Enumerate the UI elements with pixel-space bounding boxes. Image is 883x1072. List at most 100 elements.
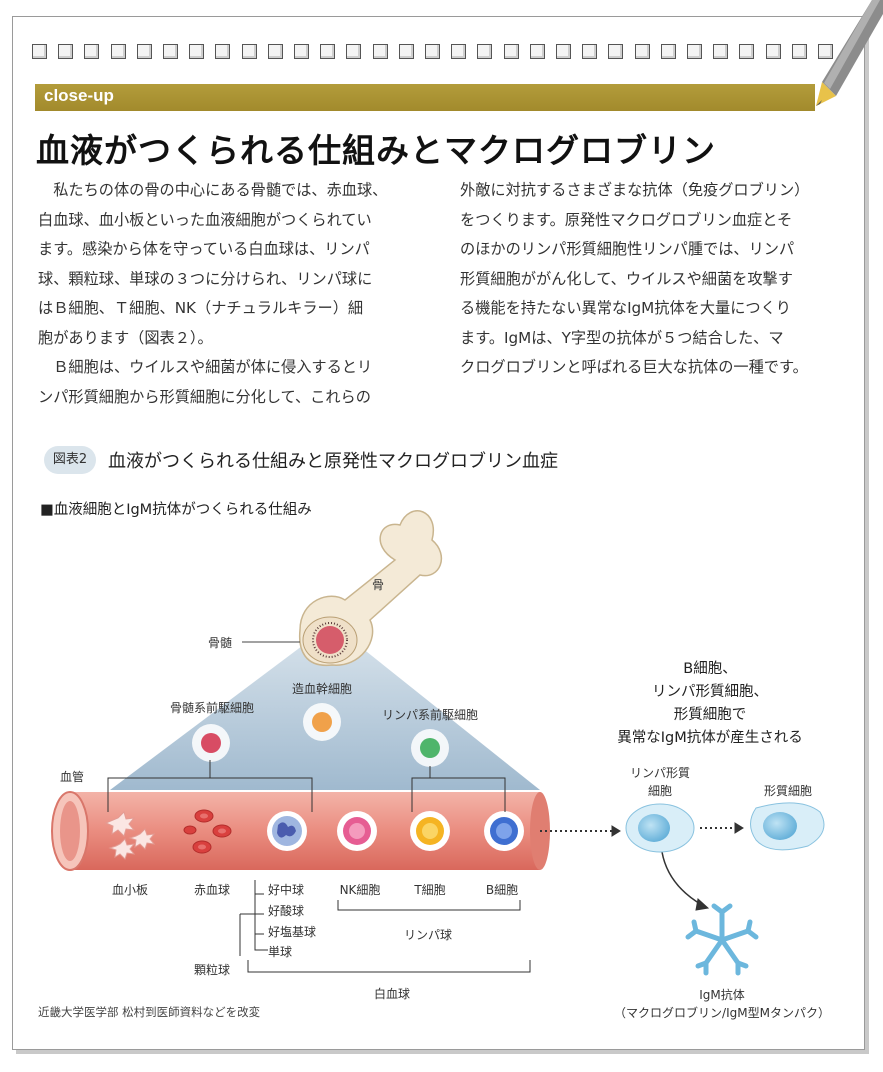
decorative-square <box>608 44 624 59</box>
body-line: 私たちの体の骨の中心にある骨髄では、赤血球、 <box>53 181 388 199</box>
body-line: る機能を持たない異常なIgM抗体を大量につくり <box>460 299 791 317</box>
label-lp-cell-2: 細胞 <box>647 784 673 798</box>
label-b-cell: B細胞 <box>485 883 519 897</box>
decorative-square <box>503 44 519 59</box>
body-line: Ｂ細胞は、ウイルスや細菌が体に侵入するとリ <box>53 358 373 376</box>
body-line: をつくります。原発性マクログロブリン血症とそ <box>460 210 793 229</box>
label-rbc: 赤血球 <box>193 883 231 897</box>
body-line: ます。感染から体を守っている白血球は、リンパ <box>38 240 370 258</box>
figure-badge: 図表2 <box>44 446 96 474</box>
decorative-square <box>320 44 336 59</box>
decorative-square <box>84 44 100 59</box>
decorative-square <box>791 44 807 59</box>
callout-line: 形質細胞で <box>673 707 747 723</box>
classification-brackets <box>239 880 531 973</box>
decorative-square <box>241 44 257 59</box>
callout-line: 異常なIgM抗体が産生される <box>617 730 803 746</box>
decorative-square <box>660 44 676 59</box>
body-line: はＢ細胞、Ｔ細胞、NK（ナチュラルキラー）細 <box>38 299 364 317</box>
article-headline: 血液がつくられる仕組みとマクログロブリン <box>36 131 716 170</box>
figure-subtitle: ■血液細胞とIgM抗体がつくられる仕組み <box>40 502 312 518</box>
myeloid-progenitor-marker <box>192 724 230 762</box>
decorative-square <box>346 44 362 59</box>
label-lp-cell-1: リンパ形質 <box>629 766 691 780</box>
label-vessel: 血管 <box>60 770 85 784</box>
platelet-cluster <box>104 811 156 860</box>
decorative-square <box>163 44 178 59</box>
decorative-square <box>372 44 388 59</box>
decorative-square <box>713 44 729 59</box>
label-granulocyte: 顆粒球 <box>193 963 231 977</box>
body-line: 白血球、血小板といった血液細胞がつくられてい <box>38 210 372 229</box>
decorative-square <box>451 44 467 59</box>
body-line: ます。IgMは、Y字型の抗体が５つ結合した、マ <box>460 328 784 347</box>
figure-callout: B細胞、 リンパ形質細胞、 形質細胞で 異常なIgM抗体が産生される <box>585 658 835 750</box>
decorative-square <box>529 44 545 59</box>
callout-line: リンパ形質細胞、 <box>652 684 768 700</box>
label-stem-cell: 造血幹細胞 <box>291 682 353 696</box>
label-neutrophil: 好中球 <box>268 883 305 897</box>
label-platelet: 血小板 <box>111 883 149 897</box>
decorative-square <box>32 44 47 59</box>
label-basophil: 好塩基球 <box>268 925 317 939</box>
decorative-square <box>136 44 152 59</box>
body-line: 胞があります（図表２）。 <box>38 328 213 347</box>
lymphoplasmacytic-cell <box>625 803 695 853</box>
body-line: 外敵に対抗するさまざまな抗体（免疫グロブリン） <box>460 181 810 199</box>
decorative-square <box>582 44 598 59</box>
label-igm-desc: （マクログロブリン/IgM型Mタンパク） <box>614 1006 830 1020</box>
decorative-square <box>556 44 571 59</box>
label-eosinophil: 好酸球 <box>268 904 305 918</box>
pencil-icon <box>816 0 883 106</box>
decorative-square <box>477 44 493 59</box>
decorative-square <box>215 44 231 59</box>
label-marrow: 骨髄 <box>208 636 233 650</box>
label-wbc: 白血球 <box>373 987 411 1001</box>
decorative-square <box>398 44 414 59</box>
body-line: クログロブリンと呼ばれる巨大な抗体の一種です。 <box>460 358 808 376</box>
decorative-square <box>765 44 781 59</box>
label-plasma-cell: 形質細胞 <box>763 784 813 798</box>
figure-title: 血液がつくられる仕組みと原発性マクログロブリン血症 <box>108 451 558 472</box>
label-bone: 骨 <box>372 578 385 592</box>
label-myeloid-progenitor: 骨髄系前駆細胞 <box>169 701 255 715</box>
body-line: 球、顆粒球、単球の３つに分けられ、リンパ球に <box>38 269 373 288</box>
decorative-square <box>267 44 283 59</box>
plasma-cell <box>750 802 825 851</box>
granulocyte-cell <box>267 811 307 851</box>
section-bar <box>35 84 815 111</box>
section-label: close-up <box>44 86 114 105</box>
decorative-square <box>58 44 74 59</box>
label-monocyte: 単球 <box>268 945 293 959</box>
decorative-square <box>425 44 440 59</box>
decorative-square <box>739 44 755 59</box>
decorative-square <box>818 44 833 59</box>
decorative-square <box>294 44 309 59</box>
igm-antibody-icon <box>685 903 759 976</box>
b-cell <box>484 811 524 851</box>
label-t-cell: T細胞 <box>414 883 446 897</box>
body-column-right: 外敵に対抗するさまざまな抗体（免疫グロブリン） をつくります。原発性マクログロブ… <box>460 176 809 383</box>
label-lymphocyte: リンパ球 <box>403 928 453 942</box>
body-column-left: 私たちの体の骨の中心にある骨髄では、赤血球、 白血球、血小板といった血液細胞がつ… <box>38 176 387 412</box>
body-line: のほかのリンパ形質細胞性リンパ腫では、リンパ <box>460 240 795 258</box>
decorative-square <box>189 44 205 59</box>
figure-credit: 近畿大学医学部 松村到医師資料などを改変 <box>38 1005 261 1019</box>
t-cell <box>410 811 450 851</box>
vessel-brackets <box>107 760 506 812</box>
label-lymphoid-progenitor: リンパ系前駆細胞 <box>381 708 479 722</box>
decorative-square <box>634 44 650 59</box>
label-nk-cell: NK細胞 <box>339 883 381 897</box>
label-igm: IgM抗体 <box>699 988 745 1002</box>
progression-arrows <box>540 822 744 911</box>
bone-illustration <box>298 510 443 666</box>
stem-cell-marker <box>303 703 341 741</box>
body-line: 形質細胞ががん化して、ウイルスや細菌を攻撃す <box>460 269 793 288</box>
decorative-square <box>687 44 702 59</box>
body-line: ンパ形質細胞から形質細胞に分化して、これらの <box>38 387 371 406</box>
nk-cell <box>337 811 377 851</box>
decorative-square <box>110 44 126 59</box>
lymphoid-progenitor-marker <box>411 729 449 767</box>
callout-line: B細胞、 <box>683 661 737 677</box>
